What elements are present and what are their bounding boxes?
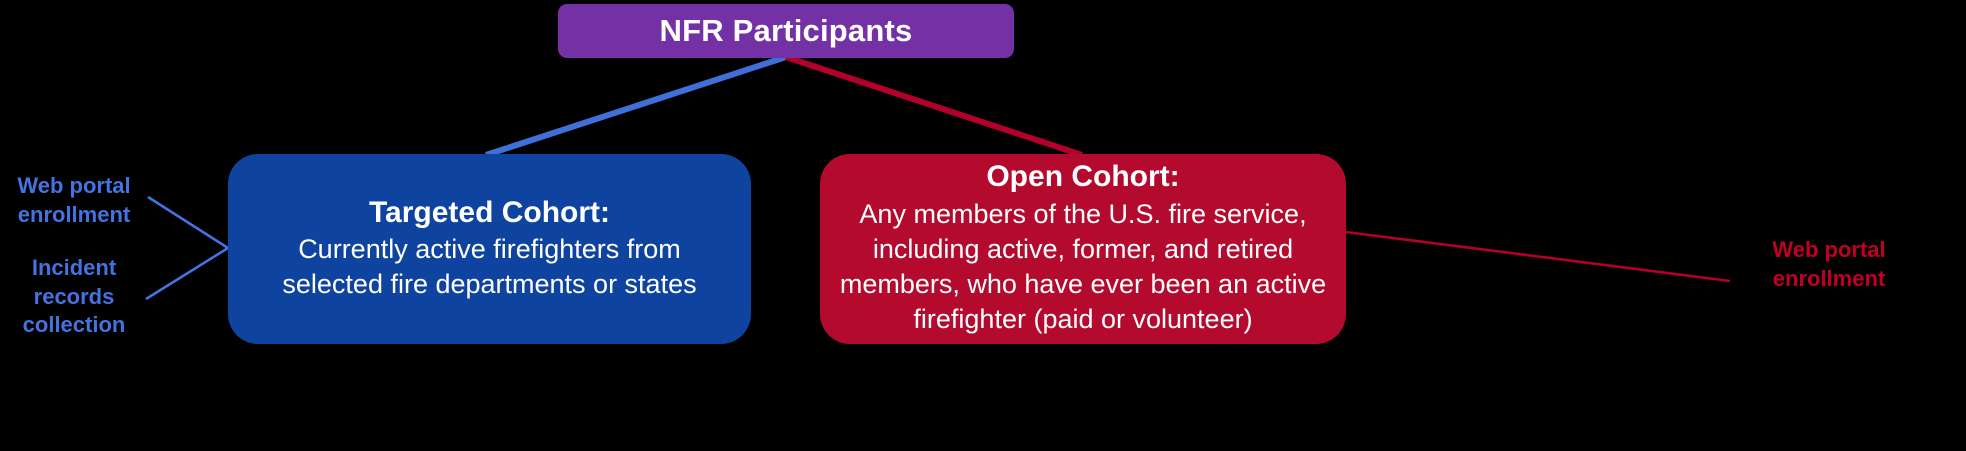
- annotation-web-portal-enrollment-left: Web portal enrollment: [4, 172, 144, 229]
- connector-web-portal-right: [1345, 230, 1731, 283]
- node-targeted-cohort-body: Currently active firefighters from selec…: [282, 234, 697, 300]
- node-targeted-cohort[interactable]: Targeted Cohort: Currently active firefi…: [228, 154, 751, 344]
- connector-root-to-targeted: [485, 54, 787, 158]
- connector-incident-records: [145, 246, 229, 301]
- node-open-cohort-heading: Open Cohort:: [986, 160, 1180, 194]
- node-targeted-cohort-heading: Targeted Cohort:: [368, 195, 611, 229]
- node-open-cohort[interactable]: Open Cohort: Any members of the U.S. fir…: [820, 154, 1346, 344]
- annotation-web-portal-enrollment-left-line1: Web portal: [17, 173, 131, 198]
- connector-root-to-open: [785, 54, 1083, 158]
- annotation-web-portal-enrollment-right-line1: Web portal: [1772, 237, 1886, 262]
- node-nfr-participants[interactable]: NFR Participants: [558, 4, 1014, 58]
- annotation-incident-records-collection-line1: Incident: [31, 255, 117, 280]
- node-nfr-participants-label: NFR Participants: [659, 13, 913, 49]
- annotation-web-portal-enrollment-right-line2: enrollment: [1772, 265, 1886, 291]
- node-open-cohort-body: Any members of the U.S. fire service, in…: [839, 199, 1327, 335]
- connector-web-portal-left: [147, 195, 229, 250]
- annotation-web-portal-enrollment-right: Web portal enrollment: [1734, 236, 1924, 293]
- annotation-web-portal-enrollment-left-line2: enrollment: [17, 201, 131, 227]
- annotation-incident-records-collection-line2: records: [33, 283, 115, 309]
- annotation-incident-records-collection-line3: collection: [22, 312, 126, 338]
- annotation-incident-records-collection: Incident records collection: [4, 254, 144, 340]
